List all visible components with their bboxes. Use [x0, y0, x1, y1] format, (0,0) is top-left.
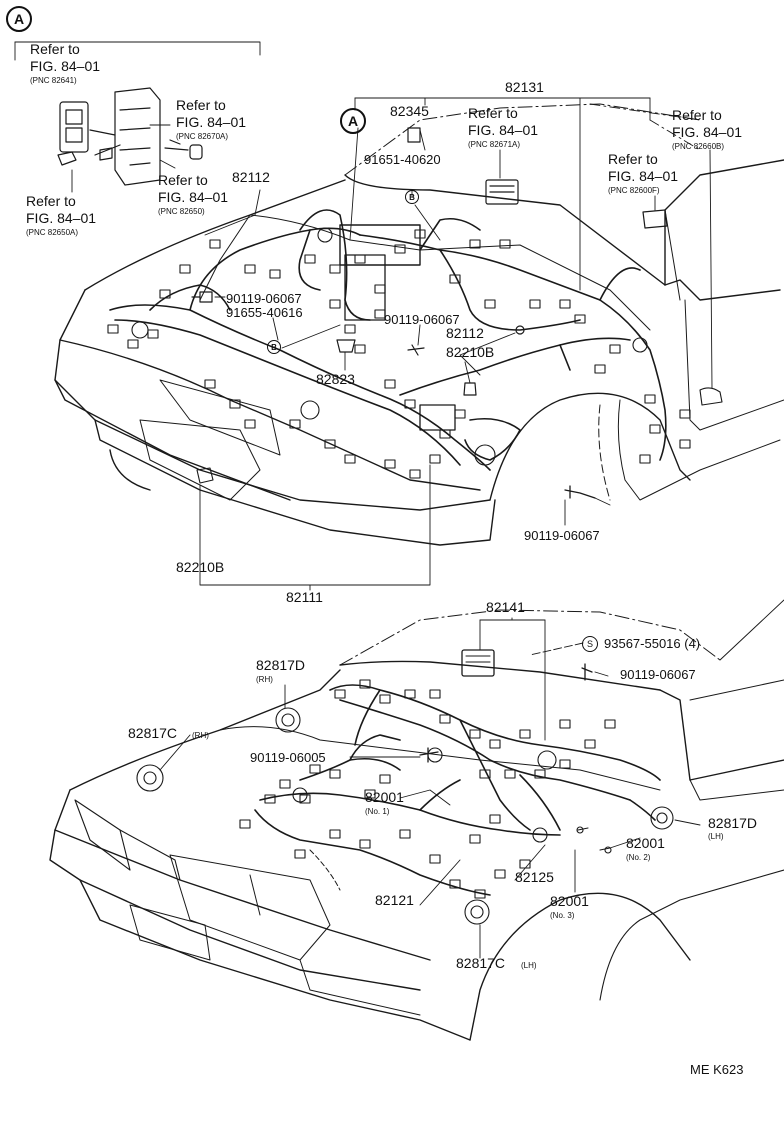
part-82111: 82111 [286, 589, 323, 605]
fig-label-7: FIG. 84–01 [608, 168, 679, 184]
pnc-label-6: (PNC 82660B) [672, 142, 725, 151]
pnc-label-1: (PNC 82641) [30, 76, 77, 85]
pnc-label-3: (PNC 82650) [158, 207, 205, 216]
refer-label-6: Refer to [672, 107, 722, 123]
part-90119-06067-a: 90119-06067 [226, 291, 302, 306]
part-82210b-top: 82210B [446, 344, 495, 360]
refer-label-7: Refer to [608, 151, 658, 167]
refer-label-5: Refer to [468, 105, 518, 121]
part-82112-b: 82112 [446, 325, 484, 341]
lh-label-1: (LH) [708, 832, 724, 841]
part-82121: 82121 [375, 892, 414, 908]
part-82345: 82345 [390, 103, 429, 119]
pnc-label-5: (PNC 82671A) [468, 140, 521, 149]
top-car-body [54, 103, 784, 546]
part-82823: 82823 [316, 371, 355, 387]
part-82817c-lh: 82817C [456, 955, 506, 971]
part-90119-06067-b: 90119-06067 [384, 312, 460, 327]
fig-label-1: FIG. 84–01 [30, 58, 101, 74]
callout-s: S [582, 636, 598, 652]
callout-b-2: B [267, 340, 281, 354]
rh-label-2: (RH) [192, 731, 209, 740]
part-82001-no2: 82001 [626, 835, 665, 851]
inset-a-components [57, 87, 203, 186]
top-callout-parts [191, 127, 668, 396]
part-82131: 82131 [505, 79, 544, 95]
rh-label-1: (RH) [256, 675, 273, 684]
bottom-car-body [49, 599, 784, 1041]
part-82141: 82141 [486, 599, 525, 615]
top-connectors [107, 224, 723, 499]
fig-label-2: FIG. 84–01 [176, 114, 247, 130]
part-90119-06005: 90119-06005 [250, 750, 326, 765]
part-82125: 82125 [515, 869, 554, 885]
bottom-leader-lines [159, 617, 701, 959]
pnc-label-2: (PNC 82670A) [176, 132, 229, 141]
top-leader-lines [14, 41, 713, 591]
refer-label-4: Refer to [26, 193, 76, 209]
fig-label-5: FIG. 84–01 [468, 122, 539, 138]
part-91651-40620: 91651-40620 [364, 152, 441, 167]
callout-b-1: B [405, 190, 419, 204]
part-91655-40616: 91655-40616 [226, 305, 303, 320]
part-82817d-lh: 82817D [708, 815, 758, 831]
lh-label-2: (LH) [521, 961, 537, 970]
part-82001-no3: 82001 [550, 893, 589, 909]
pnc-label-7: (PNC 82600F) [608, 186, 660, 195]
part-90119-06067-c: 90119-06067 [524, 528, 600, 543]
part-82817c-rh: 82817C [128, 725, 178, 741]
no2-label: (No. 2) [626, 853, 651, 862]
part-90119-06067-d: 90119-06067 [620, 667, 696, 682]
refer-label-3: Refer to [158, 172, 208, 188]
part-82210b-bottom: 82210B [176, 559, 225, 575]
refer-label-1: Refer to [30, 41, 80, 57]
no3-label: (No. 3) [550, 911, 575, 920]
fig-label-3: FIG. 84–01 [158, 189, 229, 205]
refer-label-2: Refer to [176, 97, 226, 113]
bottom-connectors [136, 649, 674, 925]
callout-a-mid: A [340, 108, 366, 134]
fig-label-6: FIG. 84–01 [672, 124, 743, 140]
bottom-harness [254, 684, 661, 896]
pnc-label-4: (PNC 82650A) [26, 228, 79, 237]
part-82817d-rh: 82817D [256, 657, 306, 673]
callout-a-top: A [6, 6, 32, 32]
figure-code: ME K623 [690, 1062, 744, 1077]
no1-label: (No. 1) [365, 807, 390, 816]
fig-label-4: FIG. 84–01 [26, 210, 97, 226]
top-harness [109, 209, 667, 471]
part-93567-55016: 93567-55016 (4) [604, 636, 701, 651]
part-82112-a: 82112 [232, 169, 270, 185]
part-82001-no1: 82001 [365, 789, 404, 805]
